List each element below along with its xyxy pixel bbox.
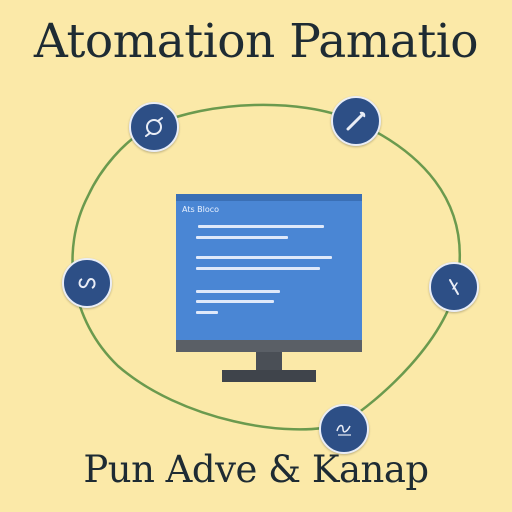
pen-tool-node [331, 96, 381, 146]
diagram-title: Atomation Pamatio [33, 14, 479, 69]
pen-tool-icon [346, 111, 366, 131]
script-badge-icon [336, 424, 351, 436]
loop-node [62, 258, 112, 308]
needle-icon [449, 279, 459, 295]
screen-text-line [196, 256, 332, 259]
screen-text-line [198, 225, 324, 228]
screen-header: Ats Bloco [182, 205, 220, 214]
screen-text-line [196, 290, 280, 293]
needle-node [429, 262, 479, 312]
screen-text-line [196, 300, 274, 303]
screen-text-line [196, 267, 320, 270]
screen-text-line [196, 236, 288, 239]
wrench-gear-node [129, 102, 179, 152]
diagram-caption: Pun Adve & Kanap [83, 448, 429, 491]
script-badge-node [319, 404, 369, 454]
loop-icon [78, 277, 96, 289]
monitor-neck [256, 352, 282, 370]
screen-text-line [196, 311, 218, 314]
monitor-base [222, 370, 316, 382]
wrench-gear-icon [145, 117, 163, 137]
computer-monitor: Ats Bloco [176, 194, 362, 390]
monitor-screen: Ats Bloco [176, 194, 362, 340]
monitor-bezel [176, 340, 362, 352]
